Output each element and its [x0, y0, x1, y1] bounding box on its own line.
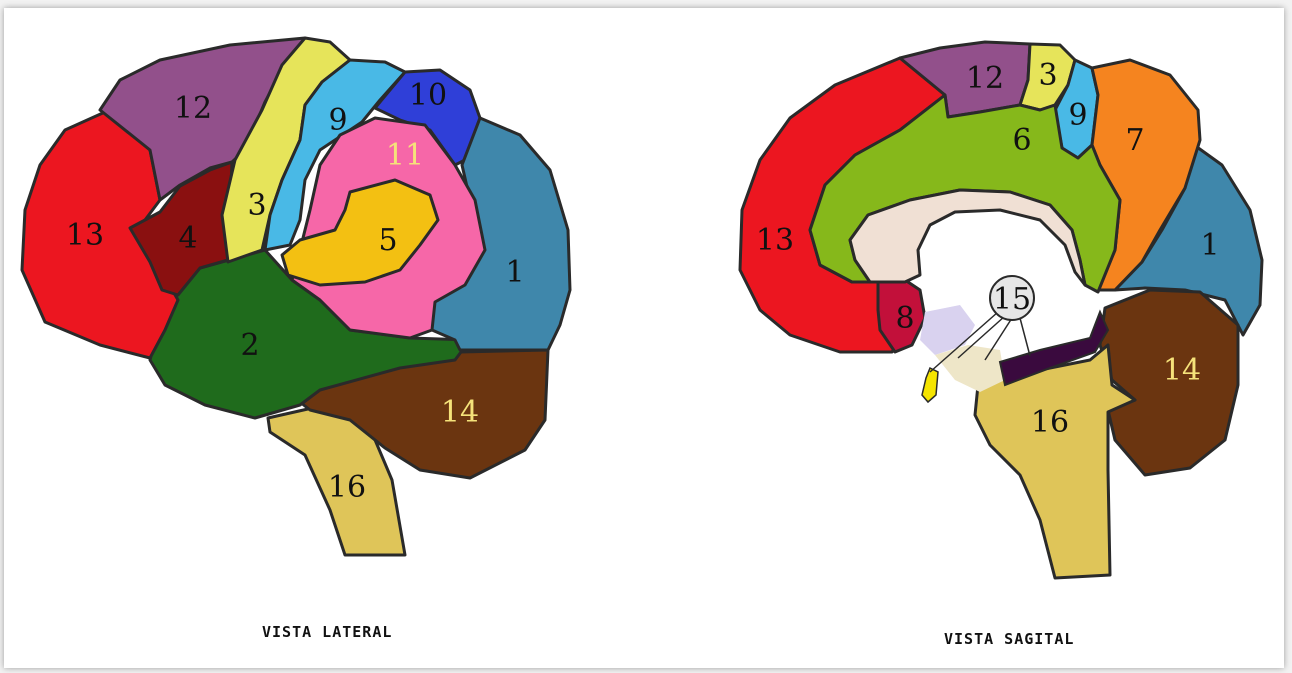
- sagittal-label-8: 8: [895, 301, 914, 336]
- lateral-label-14: 14: [441, 395, 479, 430]
- sagittal-label-12: 12: [966, 61, 1004, 96]
- sagittal-label-14: 14: [1163, 353, 1201, 388]
- lateral-label-16: 16: [328, 470, 366, 505]
- lateral-label-1: 1: [505, 255, 524, 290]
- sagittal-label-9: 9: [1068, 98, 1087, 133]
- figure-sheet: 1 2 3 4 5 9 10 11 12 13 14 16 1 3 6 7 8 …: [4, 8, 1284, 668]
- sagittal-label-13: 13: [756, 223, 794, 258]
- sagittal-region-15-hypothalamus: [935, 345, 1005, 392]
- lateral-caption: VISTA LATERAL: [262, 623, 392, 641]
- sagittal-pituitary: [922, 368, 938, 402]
- lateral-view: [22, 38, 570, 555]
- lateral-label-3: 3: [247, 188, 266, 223]
- lateral-label-9: 9: [328, 103, 347, 138]
- sagittal-label-15: 15: [993, 282, 1031, 317]
- lateral-label-2: 2: [240, 328, 259, 363]
- sagittal-label-16: 16: [1031, 405, 1069, 440]
- lateral-label-5: 5: [378, 223, 397, 258]
- brain-diagram: 1 2 3 4 5 9 10 11 12 13 14 16 1 3 6 7 8 …: [4, 8, 1284, 668]
- sagittal-label-3: 3: [1038, 58, 1057, 93]
- sagittal-label-7: 7: [1125, 123, 1144, 158]
- lateral-label-12: 12: [174, 91, 212, 126]
- sagittal-caption: VISTA SAGITAL: [944, 630, 1074, 648]
- lateral-label-10: 10: [409, 78, 447, 113]
- sagittal-label-1: 1: [1200, 228, 1219, 263]
- lateral-label-4: 4: [178, 221, 197, 256]
- lateral-label-11: 11: [386, 138, 424, 173]
- lateral-label-13: 13: [66, 218, 104, 253]
- sagittal-label-6: 6: [1012, 123, 1031, 158]
